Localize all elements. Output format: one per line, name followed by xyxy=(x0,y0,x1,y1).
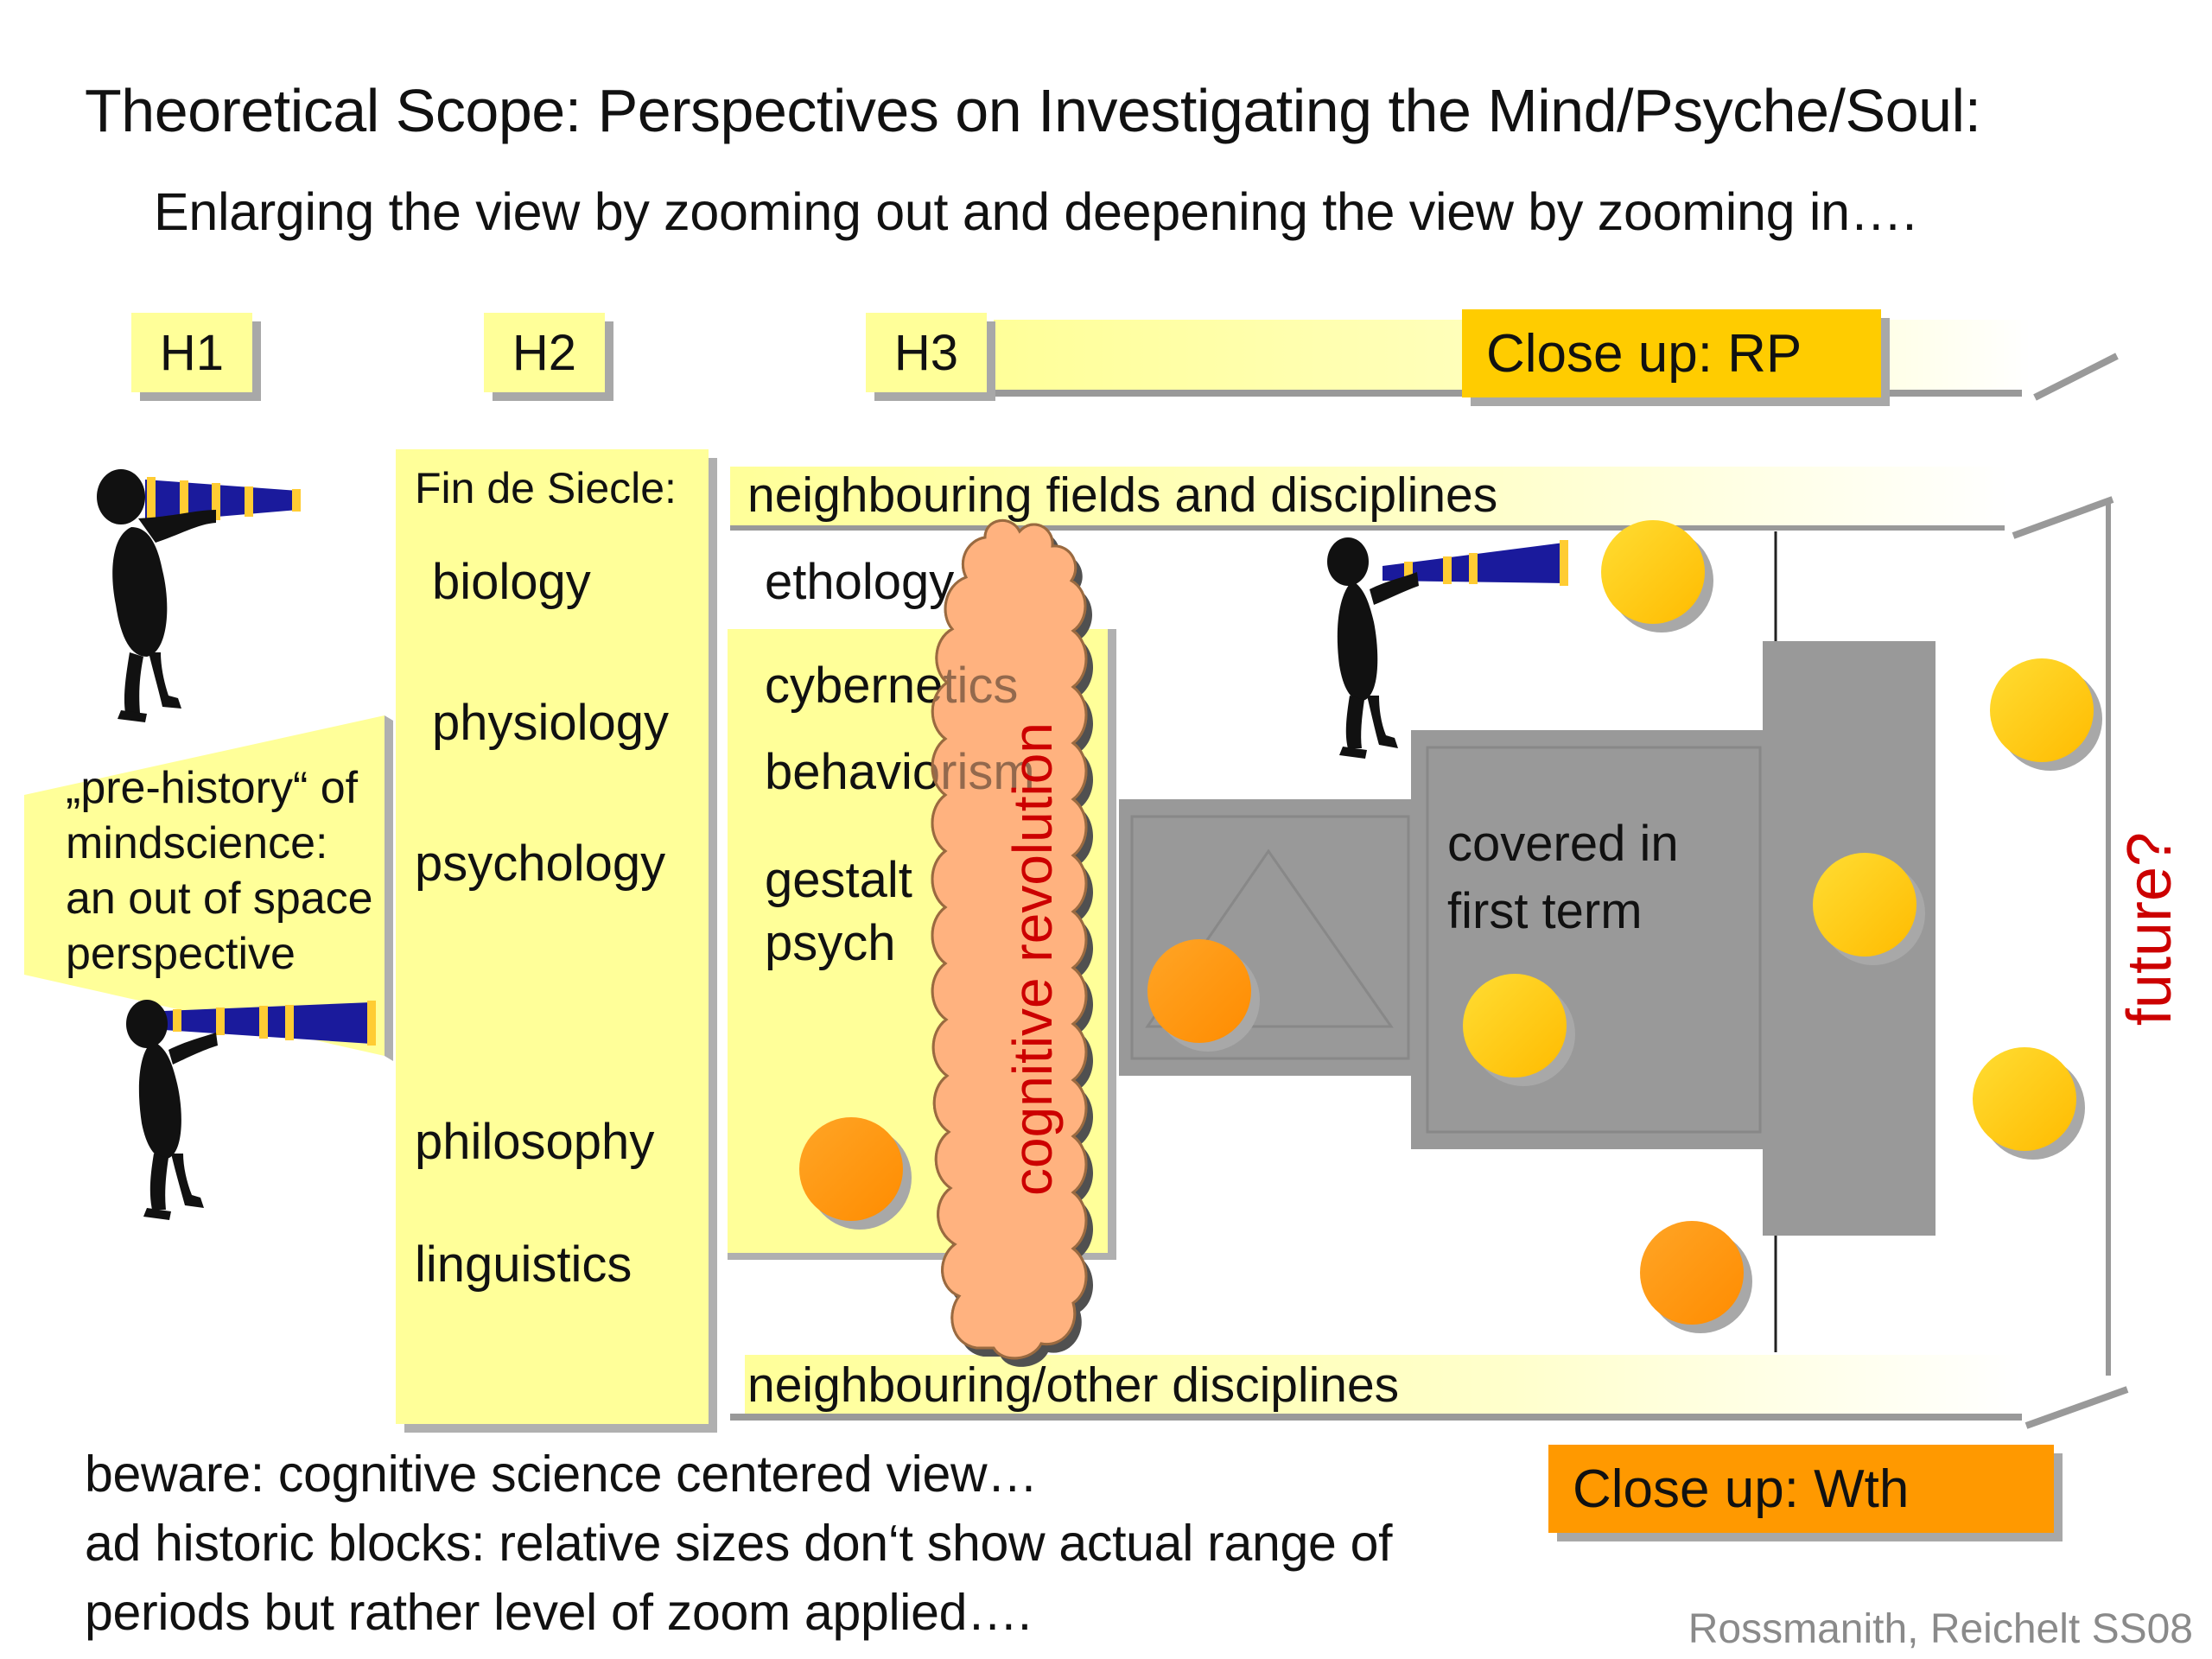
note-line-1: beware: cognitive science centered view… xyxy=(85,1446,1039,1503)
gray-block-small xyxy=(1119,799,1413,1076)
h3-label: H3 xyxy=(866,313,987,392)
sphere-gold-top xyxy=(1601,520,1705,624)
sphere-orange-gray xyxy=(1147,939,1251,1043)
prehistory-line-3: an out of space xyxy=(66,874,373,924)
note-line-3: periods but rather level of zoom applied… xyxy=(85,1584,1032,1641)
h2-label: H2 xyxy=(484,313,605,392)
covered-line-2: first term xyxy=(1447,883,1643,939)
prehistory-line-2: mindscience: xyxy=(66,818,328,868)
item-ethology: ethology xyxy=(765,554,955,610)
credit-text: Rossmanith, Reichelt SS08 xyxy=(1688,1606,2193,1652)
cognitive-revolution-label: cognitive revolution xyxy=(1001,722,1064,1196)
sphere-gold-right-bottom xyxy=(1973,1047,2076,1151)
neighbouring-top-band xyxy=(730,467,2009,525)
neighbouring-bottom-label: neighbouring/other disciplines xyxy=(747,1357,1400,1413)
prehistory-beam xyxy=(24,715,385,1056)
sphere-gold-gray xyxy=(1813,853,1916,957)
telescope-figure-2 xyxy=(126,1000,376,1220)
telescope-figure-3 xyxy=(1327,537,1568,759)
note-line-2: ad historic blocks: relative sizes don‘t… xyxy=(85,1515,1393,1572)
h3-beam-slant xyxy=(2033,353,2119,401)
fin-de-siecle-column xyxy=(396,449,709,1424)
item-gestalt: gestalt xyxy=(765,852,912,908)
neighbouring-bottom-band xyxy=(745,1355,2022,1414)
future-label: future? xyxy=(2115,831,2184,1027)
h1-label: H1 xyxy=(131,313,252,392)
sphere-gold-right-top xyxy=(1990,658,2094,762)
prehistory-line-4: perspective xyxy=(66,929,296,979)
close-up-wth-box: Close up: Wth xyxy=(1548,1445,2054,1533)
sphere-orange-h3 xyxy=(799,1117,903,1221)
item-cybernetics: cybernetics xyxy=(765,658,1019,714)
page-subtitle: Enlarging the view by zooming out and de… xyxy=(154,182,1917,241)
telescope-figure-1 xyxy=(97,469,301,722)
item-psych: psych xyxy=(765,915,896,971)
covered-text: covered in first term xyxy=(1447,810,1679,945)
gray-block-medium xyxy=(1411,730,1774,1149)
sphere-orange-bottom xyxy=(1640,1221,1744,1325)
sphere-gold-covered xyxy=(1463,974,1567,1077)
item-philosophy: philosophy xyxy=(415,1114,655,1170)
item-behaviorism: behaviorism xyxy=(765,744,1035,800)
item-linguistics: linguistics xyxy=(415,1236,632,1293)
prehistory-text: „pre-history“ of mindscience: an out of … xyxy=(66,760,373,982)
page-title: Theoretical Scope: Perspectives on Inves… xyxy=(85,77,1981,144)
covered-line-1: covered in xyxy=(1447,816,1679,872)
triangle-shape xyxy=(1145,849,1394,1028)
neighbouring-top-label: neighbouring fields and disciplines xyxy=(747,467,1498,523)
close-up-rp-box: Close up: RP xyxy=(1462,309,1881,397)
item-psychology: psychology xyxy=(415,836,666,892)
prehistory-line-1: „pre-history“ of xyxy=(66,763,359,813)
item-physiology: physiology xyxy=(432,695,670,751)
item-biology: biology xyxy=(432,554,591,610)
fin-de-siecle-heading: Fin de Siecle: xyxy=(415,464,677,512)
